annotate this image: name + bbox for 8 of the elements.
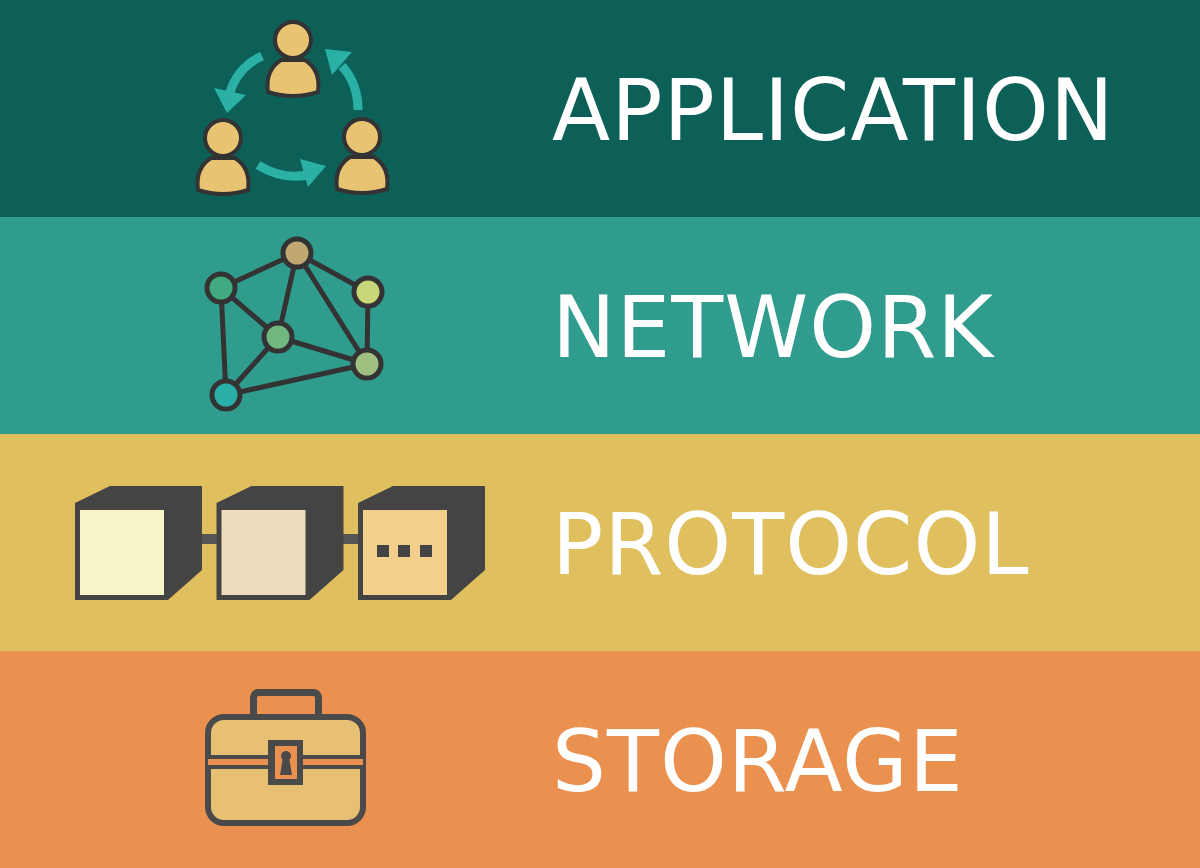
layer-title: PROTOCOL bbox=[552, 502, 1030, 587]
layer-title: APPLICATION bbox=[552, 68, 1115, 153]
layer-band bbox=[0, 651, 1200, 868]
layer-band bbox=[0, 217, 1200, 434]
layer-title: NETWORK bbox=[552, 285, 994, 370]
layer-band bbox=[0, 0, 1200, 217]
layer-band bbox=[0, 434, 1200, 651]
layer-title: STORAGE bbox=[552, 719, 964, 804]
